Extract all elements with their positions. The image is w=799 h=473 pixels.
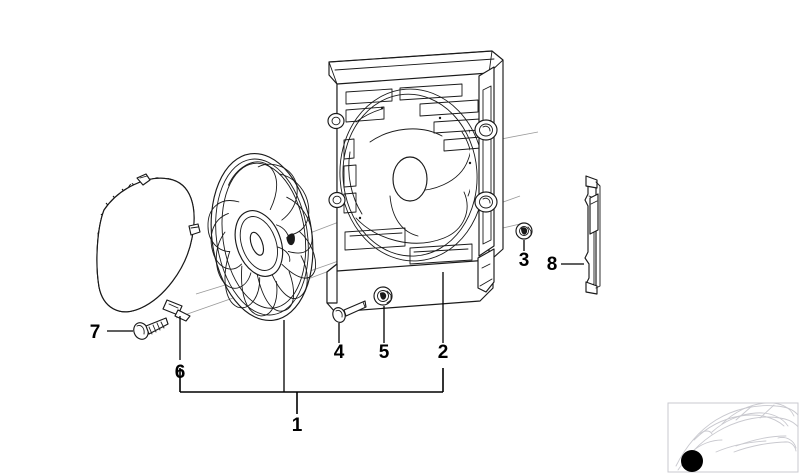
callout-numbers: 7 6 4 5 2 3 8 1 <box>90 250 558 436</box>
part-fan-shroud <box>326 50 504 313</box>
callout-8: 8 <box>547 254 558 275</box>
part-grommet-washer <box>373 286 393 306</box>
vehicle-location-thumbnail <box>667 402 799 473</box>
callout-4: 4 <box>334 342 345 363</box>
shroud-mount-boss-left-lower <box>328 191 346 209</box>
shroud-mount-boss-lower <box>474 191 498 213</box>
part-self-tapping-screw <box>133 317 169 340</box>
part-grommet-nut <box>515 222 533 240</box>
callout-3: 3 <box>519 250 530 271</box>
callout-leader-lines <box>107 240 584 414</box>
part-cooling-fan-impeller <box>207 152 317 322</box>
part-fan-guard-grille <box>96 173 201 322</box>
part-side-bracket <box>584 175 601 295</box>
location-marker-dot <box>681 450 703 472</box>
shroud-mount-boss-left-upper <box>327 112 345 130</box>
callout-7: 7 <box>90 322 101 343</box>
callout-5: 5 <box>379 342 390 363</box>
part-hex-bolt <box>332 300 367 323</box>
callout-6: 6 <box>175 362 186 383</box>
callout-1: 1 <box>292 415 303 436</box>
shroud-mount-boss-upper <box>474 119 498 141</box>
callout-2: 2 <box>438 342 449 363</box>
